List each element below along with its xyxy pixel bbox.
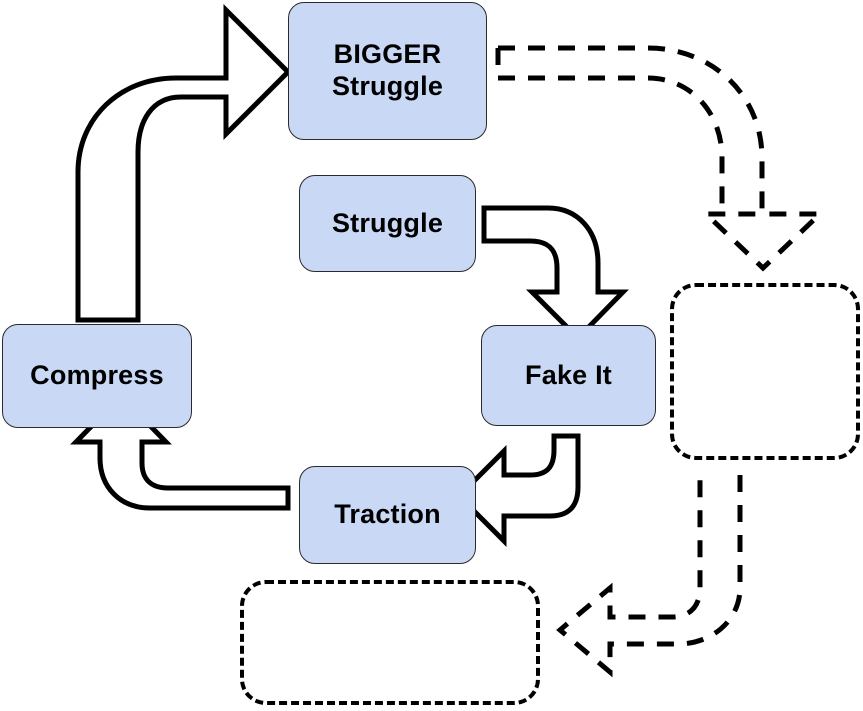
node-bigger-struggle-label: BIGGER Struggle — [331, 39, 444, 101]
connector-fake-it-to-traction — [455, 433, 581, 548]
node-fake-it[interactable]: Fake It — [481, 325, 656, 426]
node-struggle[interactable]: Struggle — [299, 175, 476, 272]
node-fake-it-label: Fake It — [525, 359, 612, 390]
connector-struggle-to-fake-it — [481, 205, 629, 342]
node-traction[interactable]: Traction — [299, 466, 476, 564]
connector-compress-to-bigger-struggle — [75, 3, 292, 323]
node-bigger-struggle[interactable]: BIGGER Struggle — [288, 2, 487, 140]
node-traction-label: Traction — [334, 499, 441, 530]
connector-bigger-struggle-to-ghost-right — [495, 45, 827, 272]
connector-ghost-right-to-ghost-bottom — [556, 475, 743, 678]
node-ghost-bottom[interactable] — [240, 580, 540, 705]
node-compress-label: Compress — [30, 360, 164, 391]
node-struggle-label: Struggle — [331, 207, 444, 238]
node-ghost-right[interactable] — [670, 283, 860, 460]
node-compress[interactable]: Compress — [2, 324, 192, 428]
